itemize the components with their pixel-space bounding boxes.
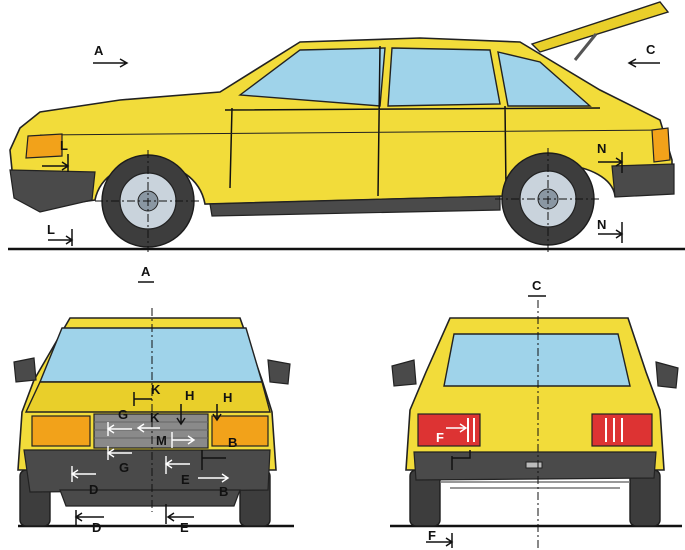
side-marker-n-top	[598, 152, 624, 173]
front-label-h-right: H	[223, 390, 232, 405]
front-marker-g-top	[106, 422, 132, 436]
rear-marker-f-ground	[426, 533, 454, 548]
front-marker-m	[171, 432, 196, 448]
front-marker-k-mid	[136, 423, 160, 433]
front-bumper	[23, 449, 271, 493]
side-marker-n-bottom	[598, 222, 624, 243]
front-hood	[24, 381, 271, 413]
front-marker-d-mid	[70, 466, 96, 482]
front-label-e-ground: E	[180, 520, 189, 535]
side-door-lines	[224, 45, 601, 197]
rear-underbody	[440, 481, 630, 489]
side-wheel-centerlines	[95, 148, 600, 252]
rear-window	[443, 333, 631, 387]
side-arrow-a	[93, 58, 129, 68]
front-marker-e-ground	[165, 504, 194, 524]
side-view: A C L L N N	[8, 1, 685, 252]
rear-plate-lamp	[525, 461, 543, 469]
front-label-g-bottom: G	[119, 460, 129, 475]
front-label-d-ground: D	[92, 520, 101, 535]
side-front-bumper	[9, 169, 96, 213]
rear-left-taillamp-stripes	[467, 418, 475, 442]
side-window-front	[238, 47, 386, 107]
rear-right-mirror	[655, 361, 679, 389]
front-label-d-mid: D	[89, 482, 98, 497]
rear-label-f-lamp: F	[436, 430, 444, 445]
rear-label-f-ground: F	[428, 528, 436, 543]
front-marker-g-bottom	[106, 446, 132, 460]
rear-right-taillamp-stripes	[605, 418, 623, 442]
front-label-m: M	[156, 433, 167, 448]
front-grille	[93, 413, 209, 449]
front-marker-d-ground	[74, 510, 104, 526]
side-label-c: C	[646, 42, 656, 57]
front-right-headlamp	[211, 415, 269, 447]
side-label-l-bottom: L	[47, 222, 55, 237]
side-marker-l-bottom	[48, 229, 74, 246]
front-marker-b-top	[201, 450, 226, 470]
front-lower-apron	[59, 489, 241, 507]
front-label-g-top: G	[118, 407, 128, 422]
side-label-a: A	[94, 43, 104, 58]
front-marker-h-right	[212, 404, 222, 422]
front-left-headlamp	[31, 415, 91, 447]
front-label-k-top: K	[151, 382, 161, 397]
side-window-rear	[387, 47, 501, 107]
rear-left-taillamp	[417, 413, 481, 447]
rear-view: C F F	[390, 278, 682, 548]
side-rear-bumper	[611, 163, 675, 198]
hatch-strut	[573, 33, 598, 61]
front-marker-k-top	[133, 392, 152, 406]
open-hatch	[530, 1, 670, 53]
front-right-mirror	[267, 359, 291, 385]
rear-left-mirror	[391, 359, 417, 387]
front-label-b-top: B	[228, 435, 237, 450]
front-view-title: A	[141, 264, 151, 279]
front-label-h-left: H	[185, 388, 194, 403]
front-grille-slats	[94, 421, 208, 439]
side-headlamp	[25, 133, 63, 159]
front-label-e-mid: E	[181, 472, 190, 487]
front-marker-b-bottom	[198, 473, 230, 483]
front-left-mirror	[13, 357, 37, 383]
side-label-n-top: N	[597, 141, 606, 156]
front-label-b-bottom: B	[219, 484, 228, 499]
front-marker-e-mid	[164, 456, 190, 474]
front-windshield	[38, 327, 263, 383]
side-marker-l-top	[42, 154, 70, 172]
rear-view-title: C	[532, 278, 542, 293]
front-label-k-mid: K	[150, 410, 160, 425]
side-label-l-top: L	[60, 138, 68, 153]
side-window-quarter	[497, 51, 592, 107]
rear-marker-f-mid	[451, 450, 471, 470]
front-marker-h-left	[176, 404, 186, 426]
side-label-n-bottom: N	[597, 217, 606, 232]
front-view: A K H H G K M B	[13, 264, 294, 535]
side-sill	[209, 195, 501, 217]
side-taillamp	[651, 127, 671, 163]
side-arrow-c	[627, 58, 660, 68]
side-belt-line	[39, 129, 666, 136]
rear-marker-f-lamp	[446, 423, 468, 433]
